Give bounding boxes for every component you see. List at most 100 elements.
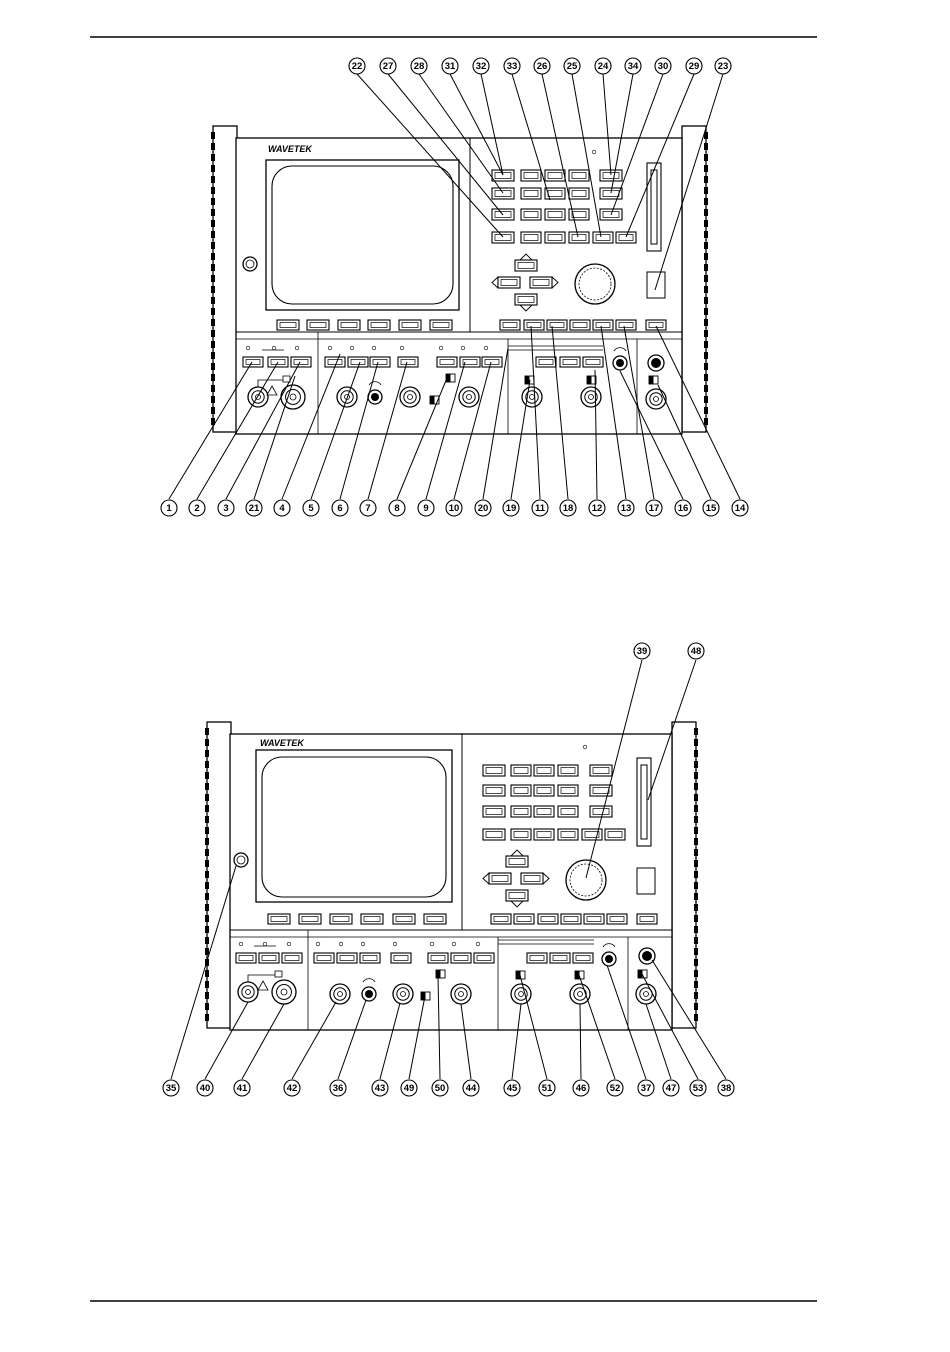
arrow-down-key[interactable] — [506, 890, 528, 901]
softkey[interactable] — [277, 320, 299, 330]
function-key[interactable] — [492, 188, 514, 199]
measurement-key[interactable] — [491, 914, 511, 924]
softkey[interactable] — [393, 914, 415, 924]
local-key[interactable] — [637, 914, 657, 924]
range-key[interactable] — [243, 357, 263, 367]
input-connector[interactable] — [248, 387, 268, 407]
measurement-key[interactable] — [607, 914, 627, 924]
numeric-key[interactable] — [545, 170, 565, 181]
channel-key[interactable] — [536, 357, 556, 367]
numeric-key[interactable] — [558, 806, 578, 817]
channel-key[interactable] — [437, 357, 457, 367]
channel-key[interactable] — [573, 953, 593, 963]
input-connector[interactable] — [238, 982, 258, 1002]
range-key[interactable] — [236, 953, 256, 963]
output-connector[interactable] — [581, 387, 601, 407]
output-connector[interactable] — [522, 387, 542, 407]
arrow-right-key[interactable] — [530, 277, 552, 288]
numeric-key[interactable] — [521, 232, 541, 243]
numeric-key[interactable] — [511, 765, 531, 776]
measurement-key[interactable] — [584, 914, 604, 924]
output-connector[interactable] — [400, 387, 420, 407]
entry-key[interactable] — [582, 829, 602, 840]
numeric-key[interactable] — [511, 806, 531, 817]
channel-key[interactable] — [391, 953, 411, 963]
function-key[interactable] — [483, 806, 505, 817]
softkey[interactable] — [268, 914, 290, 924]
numeric-key[interactable] — [569, 232, 589, 243]
numeric-key[interactable] — [534, 785, 554, 796]
arrow-left-key[interactable] — [489, 873, 511, 884]
softkey[interactable] — [399, 320, 421, 330]
input-connector-large[interactable] — [281, 385, 305, 409]
arrow-right-key[interactable] — [521, 873, 543, 884]
numeric-key[interactable] — [521, 209, 541, 220]
channel-key[interactable] — [474, 953, 494, 963]
channel-key[interactable] — [451, 953, 471, 963]
output-connector[interactable] — [646, 389, 666, 409]
numeric-key[interactable] — [569, 170, 589, 181]
arrow-left-key[interactable] — [498, 277, 520, 288]
channel-key[interactable] — [314, 953, 334, 963]
numeric-key[interactable] — [511, 829, 531, 840]
function-key[interactable] — [492, 170, 514, 181]
numeric-key[interactable] — [534, 806, 554, 817]
entry-key[interactable] — [593, 232, 613, 243]
arrow-up-key[interactable] — [515, 260, 537, 271]
measurement-key[interactable] — [561, 914, 581, 924]
measurement-key[interactable] — [570, 320, 590, 330]
line-switch[interactable] — [637, 868, 655, 894]
function-key[interactable] — [483, 785, 505, 796]
entry-key[interactable] — [590, 765, 612, 776]
function-key[interactable] — [483, 829, 505, 840]
measurement-key[interactable] — [538, 914, 558, 924]
entry-key[interactable] — [605, 829, 625, 840]
channel-key[interactable] — [527, 953, 547, 963]
softkey[interactable] — [430, 320, 452, 330]
numeric-key[interactable] — [511, 785, 531, 796]
channel-key[interactable] — [550, 953, 570, 963]
channel-key[interactable] — [428, 953, 448, 963]
measurement-key[interactable] — [593, 320, 613, 330]
output-connector[interactable] — [393, 984, 413, 1004]
numeric-key[interactable] — [521, 188, 541, 199]
output-connector[interactable] — [570, 984, 590, 1004]
channel-key[interactable] — [560, 357, 580, 367]
channel-key[interactable] — [348, 357, 368, 367]
channel-key[interactable] — [460, 357, 480, 367]
channel-key[interactable] — [583, 357, 603, 367]
numeric-key[interactable] — [558, 765, 578, 776]
range-key[interactable] — [259, 953, 279, 963]
entry-key[interactable] — [616, 232, 636, 243]
numeric-key[interactable] — [545, 232, 565, 243]
input-connector-large[interactable] — [272, 980, 296, 1004]
softkey[interactable] — [330, 914, 352, 924]
channel-key[interactable] — [482, 357, 502, 367]
arrow-down-key[interactable] — [515, 294, 537, 305]
line-switch[interactable] — [647, 272, 665, 298]
output-connector[interactable] — [511, 984, 531, 1004]
function-key[interactable] — [483, 765, 505, 776]
measurement-key[interactable] — [547, 320, 567, 330]
numeric-key[interactable] — [558, 785, 578, 796]
numeric-key[interactable] — [558, 829, 578, 840]
softkey[interactable] — [361, 914, 383, 924]
channel-key[interactable] — [370, 357, 390, 367]
softkey[interactable] — [424, 914, 446, 924]
numeric-key[interactable] — [569, 188, 589, 199]
range-key[interactable] — [282, 953, 302, 963]
softkey[interactable] — [368, 320, 390, 330]
function-key[interactable] — [492, 232, 514, 243]
output-connector[interactable] — [459, 387, 479, 407]
range-key[interactable] — [291, 357, 311, 367]
numeric-key[interactable] — [545, 209, 565, 220]
measurement-key[interactable] — [514, 914, 534, 924]
numeric-key[interactable] — [534, 765, 554, 776]
numeric-key[interactable] — [534, 829, 554, 840]
measurement-key[interactable] — [616, 320, 636, 330]
softkey[interactable] — [307, 320, 329, 330]
channel-key[interactable] — [360, 953, 380, 963]
arrow-up-key[interactable] — [506, 856, 528, 867]
softkey[interactable] — [338, 320, 360, 330]
numeric-key[interactable] — [521, 170, 541, 181]
